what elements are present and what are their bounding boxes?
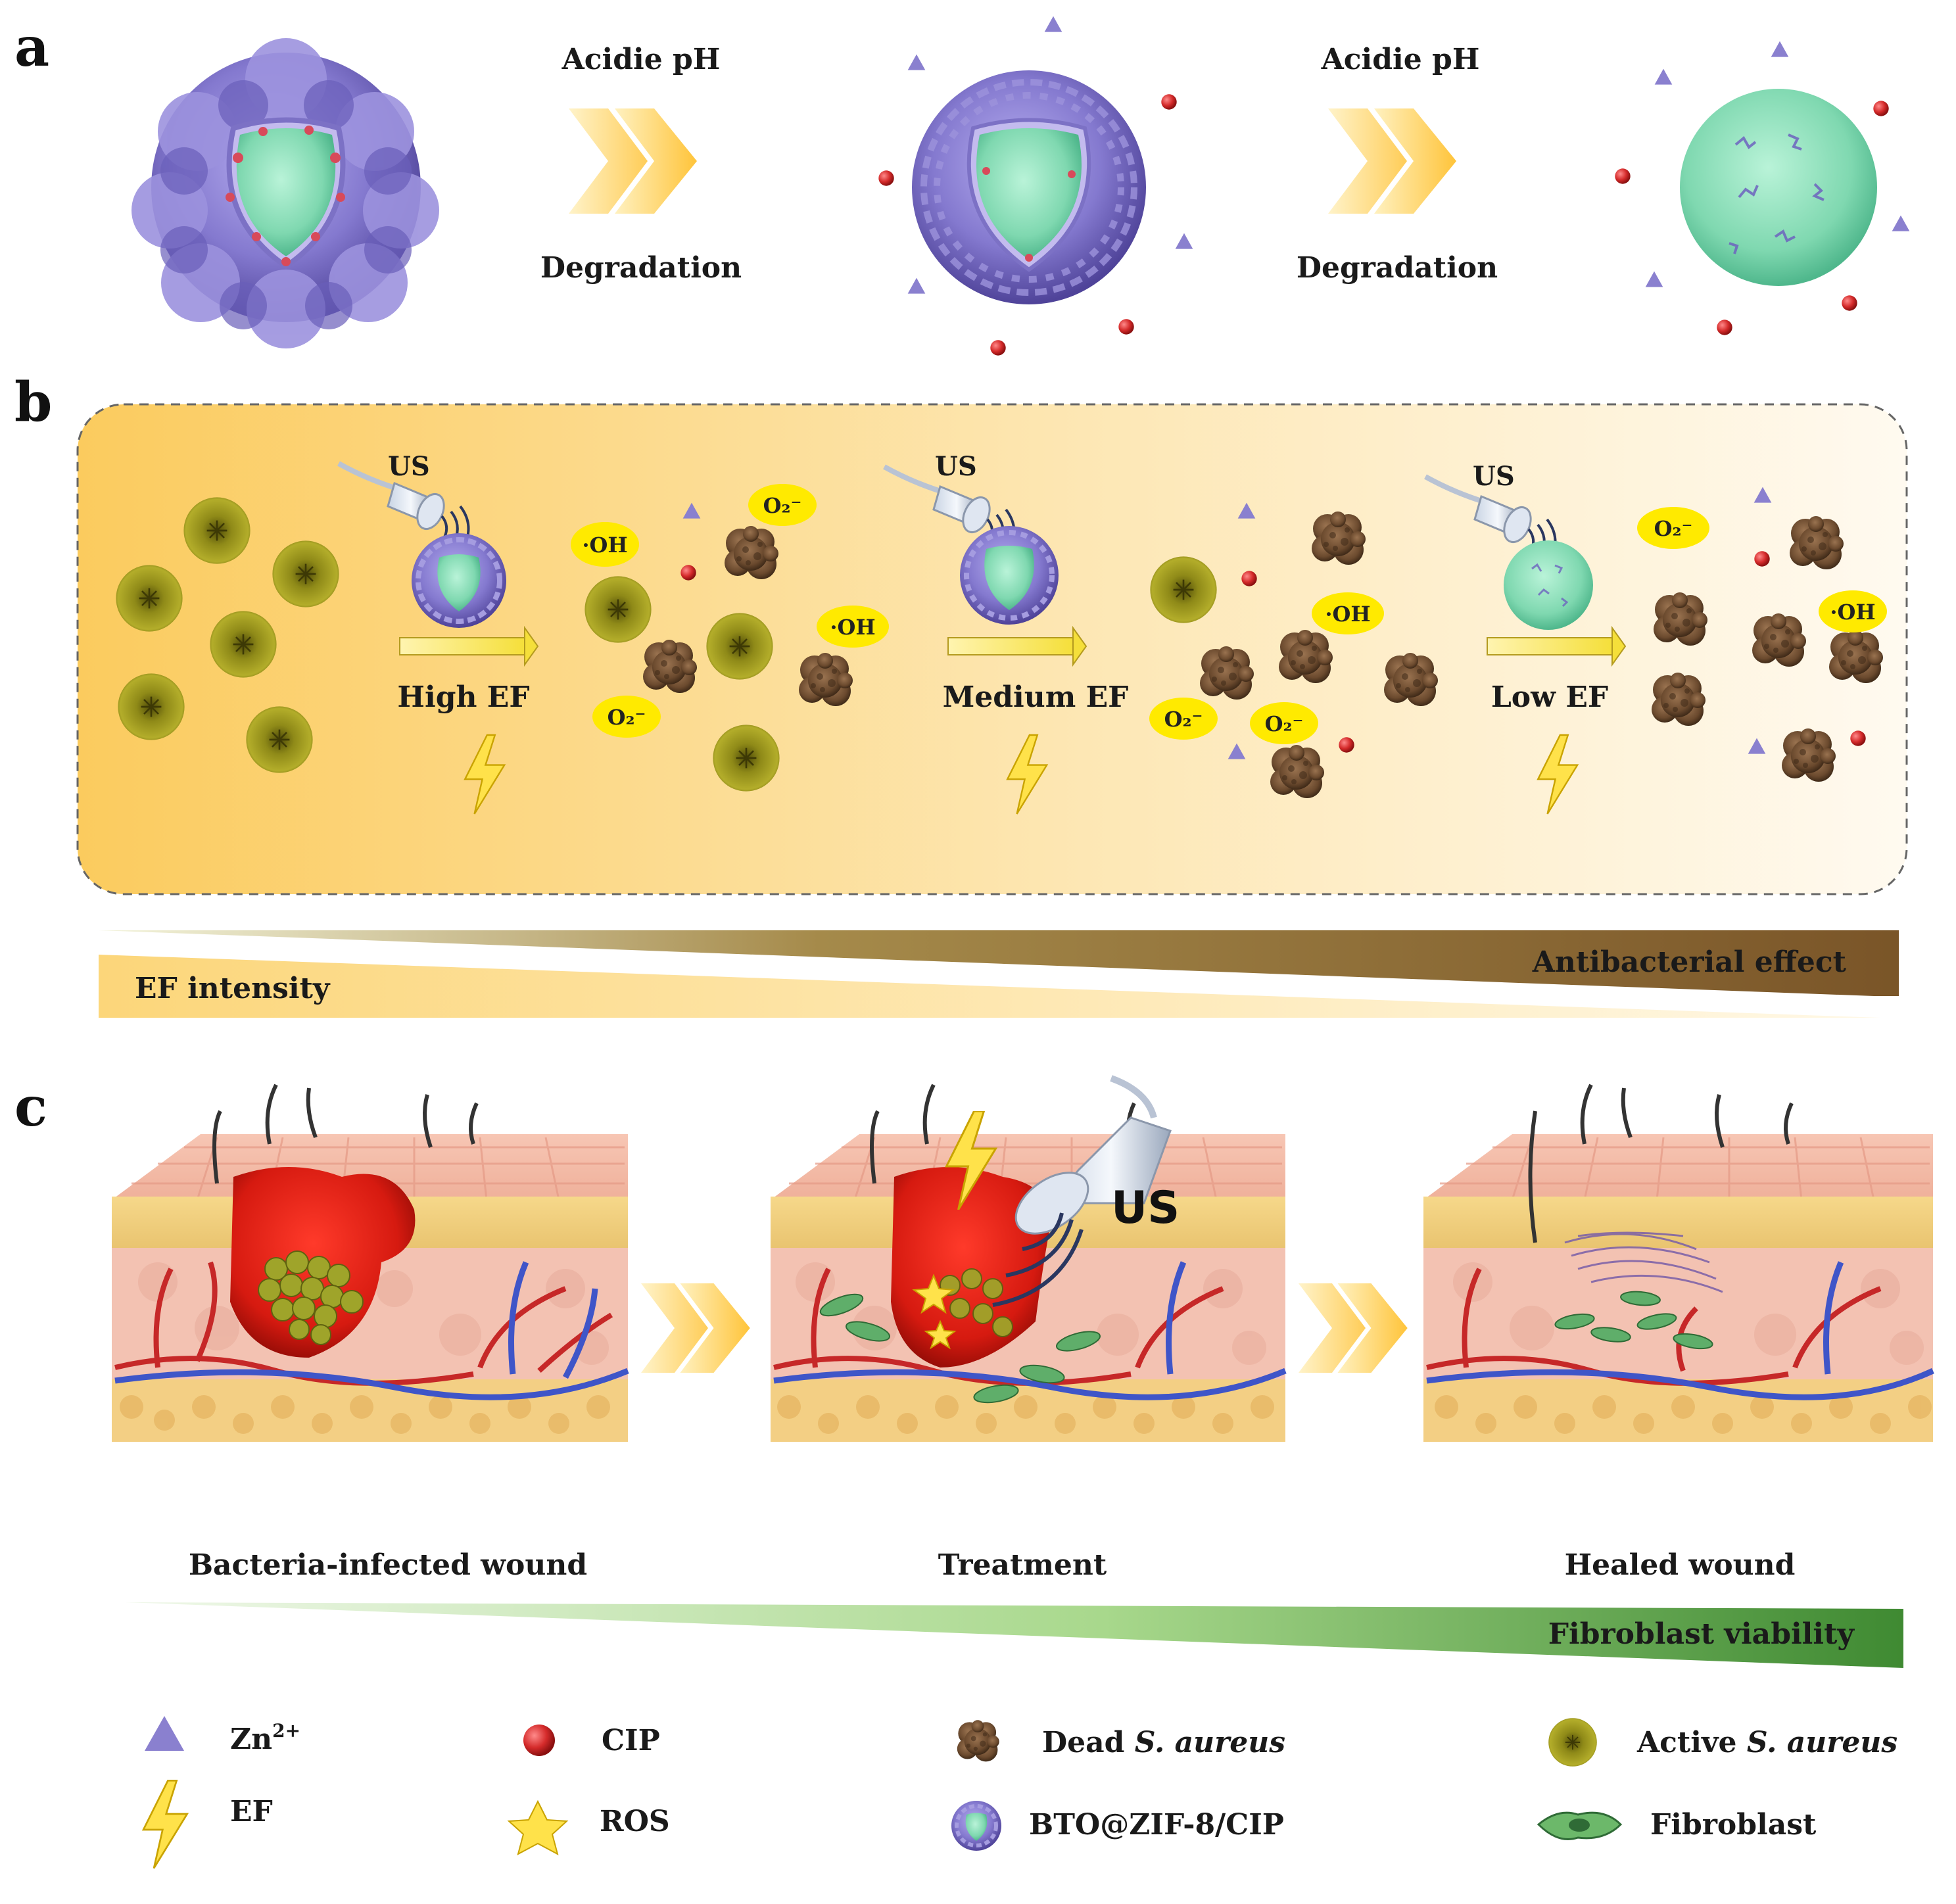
skin-block-healed bbox=[1423, 1083, 1934, 1442]
wound-under-treatment bbox=[891, 1167, 1052, 1368]
us-probe-treatment bbox=[992, 1075, 1172, 1307]
us-probe-3 bbox=[1424, 474, 1557, 557]
infected-wound bbox=[230, 1167, 416, 1358]
fibroblast-viability-bar bbox=[125, 1602, 1903, 1668]
svg-text:·OH: ·OH bbox=[1830, 600, 1875, 625]
active-bacteria-icon bbox=[1548, 1717, 1598, 1767]
ros-oh-2: ·OH bbox=[817, 606, 889, 648]
svg-text:·OH: ·OH bbox=[1325, 602, 1370, 627]
ef-arrow-head-2 bbox=[1072, 625, 1087, 667]
degradation-arrow-icon bbox=[569, 108, 697, 214]
stage-label-low-ef: Low EF bbox=[1491, 680, 1608, 714]
legend-dead-label: Dead S. aureus bbox=[1042, 1726, 1285, 1759]
nanoparticle-icon bbox=[951, 1801, 1001, 1851]
ef-arrow-shaft-2 bbox=[947, 637, 1074, 655]
caption-infected: Bacteria-infected wound bbox=[189, 1548, 587, 1582]
stage-label-high-ef: High EF bbox=[397, 680, 529, 714]
legend-bto-label: BTO@ZIF-8/CIP bbox=[1029, 1808, 1284, 1842]
svg-text:·OH: ·OH bbox=[830, 615, 875, 640]
legend-cip-label: CIP bbox=[602, 1724, 660, 1757]
panel-a-arrow1-top: Acidie pH bbox=[561, 43, 721, 76]
svg-text:O₂⁻: O₂⁻ bbox=[1164, 707, 1203, 732]
us-probe-2 bbox=[883, 464, 1016, 547]
us-label-1: US bbox=[388, 451, 430, 482]
panel-a-arrow1-bottom: Degradation bbox=[540, 251, 742, 285]
star-icon bbox=[507, 1799, 569, 1855]
caption-healed: Healed wound bbox=[1565, 1548, 1796, 1582]
legend: Zn2+ EF CIP ROS Dead S. aureus BTO@ZIF-8… bbox=[142, 1716, 1897, 1870]
svg-text:O₂⁻: O₂⁻ bbox=[1265, 711, 1304, 736]
legend-fibro-label: Fibroblast bbox=[1650, 1808, 1817, 1842]
progress-arrow-icon bbox=[641, 1283, 750, 1373]
ef-arrow-head-3 bbox=[1611, 625, 1627, 667]
panel-a-letter: a bbox=[14, 16, 49, 79]
svg-text:O₂⁻: O₂⁻ bbox=[763, 493, 802, 518]
panel-a-arrow2-bottom: Degradation bbox=[1297, 251, 1498, 285]
ros-o2-3: O₂⁻ bbox=[1149, 698, 1218, 740]
bto-core-b3 bbox=[1504, 540, 1593, 630]
panel-b-letter: b bbox=[14, 371, 52, 434]
us-label-2: US bbox=[935, 451, 977, 482]
bto-core-exposed bbox=[1680, 89, 1877, 286]
stage-label-medium-ef: Medium EF bbox=[943, 680, 1129, 714]
zif-nanoparticle-partial bbox=[912, 70, 1146, 304]
ros-o2-5: O₂⁻ bbox=[1637, 507, 1709, 549]
ef-intensity-bar-label: EF intensity bbox=[135, 972, 331, 1005]
triangle-icon bbox=[145, 1716, 184, 1751]
ef-intensity-bar bbox=[99, 955, 1880, 1018]
us-probe-1 bbox=[337, 461, 470, 544]
red-sphere-icon bbox=[523, 1725, 555, 1756]
svg-text:·OH: ·OH bbox=[582, 533, 627, 558]
svg-text:O₂⁻: O₂⁻ bbox=[608, 705, 646, 730]
lightning-icon bbox=[142, 1779, 189, 1870]
ros-oh-3: ·OH bbox=[1312, 592, 1384, 634]
ros-o2-4: O₂⁻ bbox=[1250, 702, 1318, 744]
svg-text:O₂⁻: O₂⁻ bbox=[1654, 516, 1693, 541]
antibacterial-bar-label: Antibacterial effect bbox=[1532, 945, 1847, 979]
panel-a-arrow2-top: Acidie pH bbox=[1321, 43, 1480, 76]
bto-zif-particle-b1 bbox=[412, 533, 506, 628]
fibroblast-viability-label: Fibroblast viability bbox=[1548, 1617, 1855, 1651]
legend-ros-label: ROS bbox=[600, 1805, 670, 1838]
zif-nanoparticle-intact bbox=[131, 38, 439, 348]
legend-ef-label: EF bbox=[230, 1795, 273, 1828]
legend-active-label: Active S. aureus bbox=[1636, 1726, 1897, 1759]
ef-arrow-shaft-3 bbox=[1487, 637, 1613, 655]
fibroblast-icon bbox=[1537, 1811, 1623, 1840]
caption-treatment: Treatment bbox=[938, 1548, 1107, 1582]
progress-arrow-icon bbox=[1299, 1283, 1408, 1373]
ef-arrow-shaft-1 bbox=[399, 637, 525, 655]
dead-bacteria-icon bbox=[957, 1720, 999, 1762]
ros-oh-1: ·OH bbox=[571, 522, 639, 567]
us-label-3: US bbox=[1473, 461, 1515, 492]
antibacterial-bar bbox=[99, 930, 1899, 996]
ros-o2-2: O₂⁻ bbox=[592, 696, 661, 738]
ros-o2-1: O₂⁻ bbox=[748, 484, 817, 526]
ros-oh-4: ·OH bbox=[1819, 590, 1887, 632]
us-label-treatment: US bbox=[1111, 1182, 1180, 1234]
legend-zn-label: Zn2+ bbox=[230, 1720, 300, 1756]
bto-zif-particle-b2 bbox=[960, 526, 1059, 625]
ef-arrow-head-1 bbox=[524, 625, 539, 667]
degradation-arrow-icon bbox=[1328, 108, 1456, 214]
panel-c-letter: c bbox=[14, 1076, 47, 1139]
